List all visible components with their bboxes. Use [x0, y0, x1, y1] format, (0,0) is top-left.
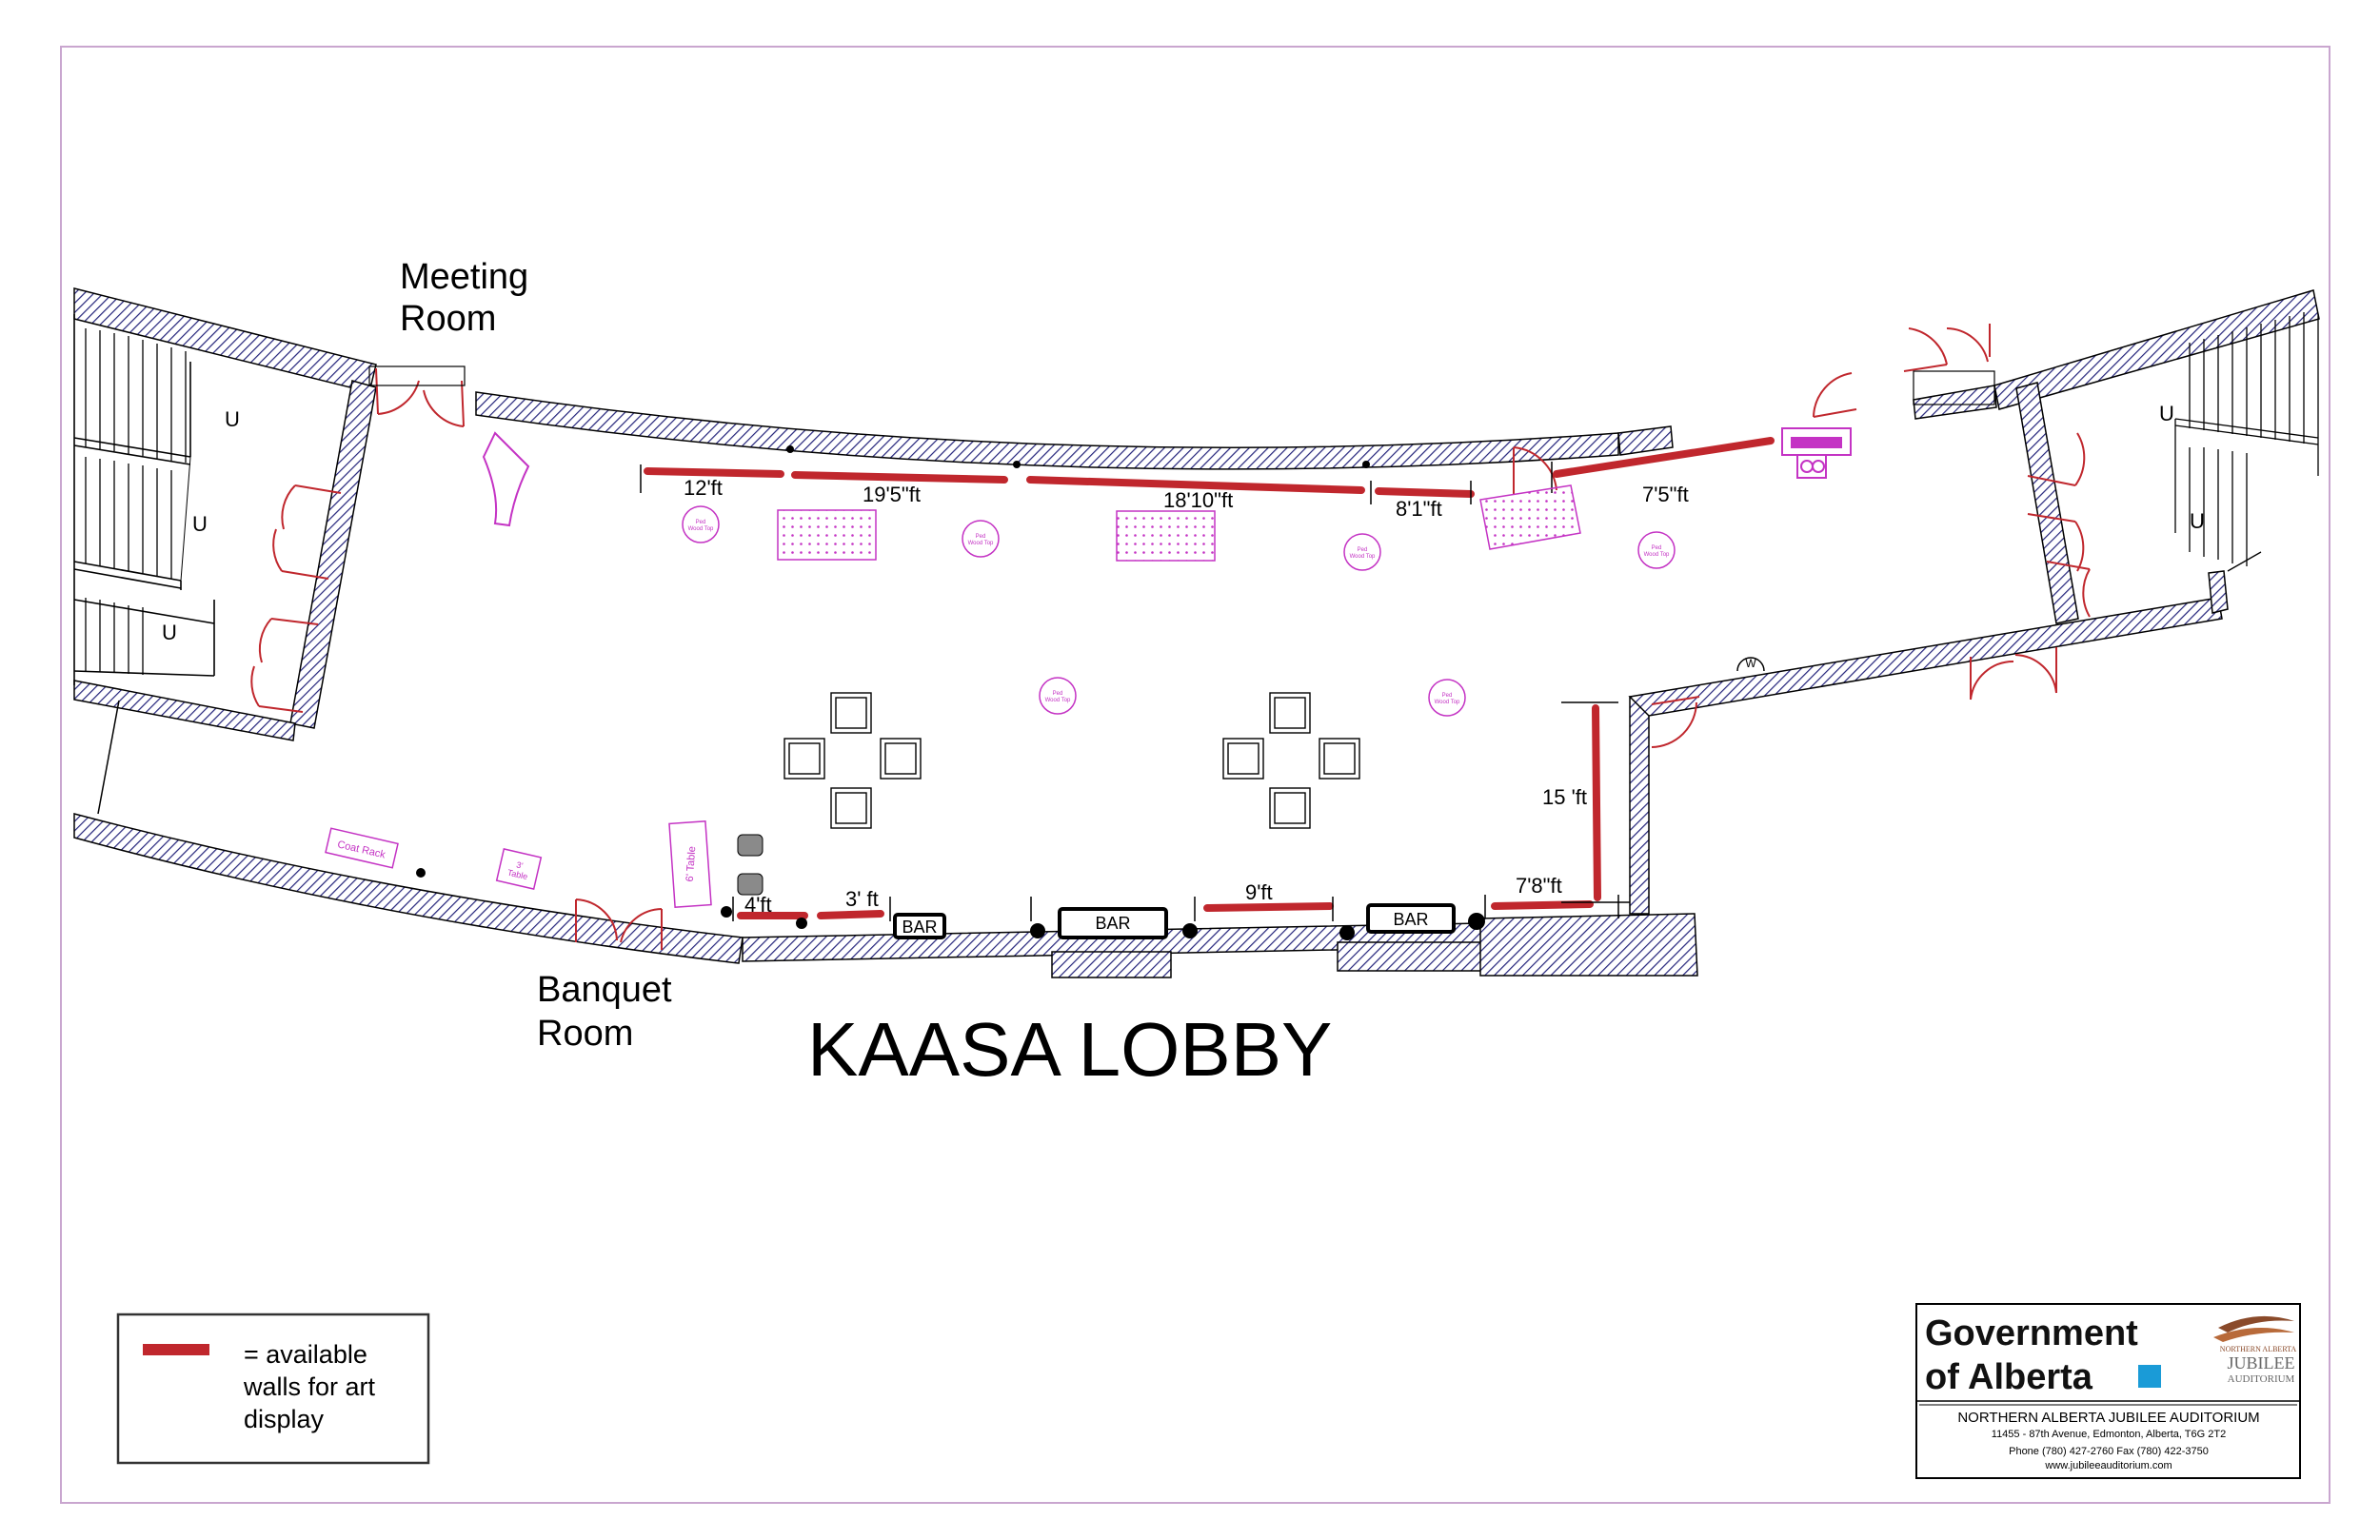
dimension-label: 12'ft [684, 476, 723, 500]
stair-treads-left [85, 328, 187, 675]
dimension-labels: 12'ft 19'5"ft 18'10"ft 8'1"ft 7'5"ft 15 … [684, 476, 1689, 917]
svg-text:Ped: Ped [1442, 693, 1453, 699]
dimension-label: 9'ft [1245, 880, 1273, 904]
stair-up-mark: U [162, 621, 177, 644]
page-title: KAASA LOBBY [807, 1007, 1332, 1092]
lounge-seating [783, 692, 1360, 829]
dimension-label: 8'1"ft [1396, 497, 1442, 521]
svg-text:Wood Top: Wood Top [968, 541, 994, 546]
stair-up-mark: U [2159, 402, 2174, 425]
bar-label: BAR [902, 918, 937, 937]
svg-text:NORTHERN ALBERTA: NORTHERN ALBERTA [2220, 1345, 2297, 1353]
display-panel [1116, 510, 1216, 562]
banquet-room-label: Room [537, 1014, 633, 1054]
legend-text: display [244, 1405, 325, 1433]
pedestal [1637, 531, 1676, 569]
svg-text:W: W [1745, 657, 1756, 670]
gov-logo-text: Government [1925, 1313, 2138, 1353]
svg-text:Ped: Ped [1358, 547, 1368, 553]
pedestal [1428, 679, 1466, 717]
svg-text:JUBILEE: JUBILEE [2228, 1353, 2295, 1372]
table-6ft: 6' Table [668, 819, 712, 909]
room-labels: Meeting Room Banquet Room [400, 257, 672, 1054]
svg-text:AUDITORIUM: AUDITORIUM [2228, 1373, 2295, 1385]
meeting-room-label: Meeting [400, 257, 528, 297]
svg-text:Wood Top: Wood Top [1644, 552, 1670, 558]
stairs-right [2174, 312, 2319, 572]
stair-up-mark: U [192, 512, 208, 536]
svg-text:3': 3' [515, 859, 524, 870]
svg-text:6' Table: 6' Table [684, 846, 699, 882]
dimension-label: 15 'ft [1542, 785, 1587, 809]
legend-text: = available [244, 1340, 367, 1369]
bar-counter [893, 913, 946, 939]
svg-text:Wood Top: Wood Top [1045, 698, 1071, 703]
dimension-label: 19'5"ft [863, 483, 921, 506]
pedestal [1343, 533, 1381, 571]
sheet-border [60, 46, 2330, 1504]
svg-text:Table: Table [506, 868, 528, 882]
washroom-marker: W [1736, 657, 1765, 672]
stair-up-mark: U [2190, 509, 2205, 533]
pedestals [682, 505, 1676, 717]
bar-label: BAR [1095, 914, 1130, 933]
pedestal [682, 505, 720, 543]
bars: BAR BAR BAR [893, 903, 1456, 939]
legend: = available walls for art display [116, 1313, 430, 1465]
dimension-label: 7'5"ft [1642, 483, 1689, 506]
equipment [1781, 427, 1852, 479]
legend-swatch [143, 1344, 209, 1355]
meeting-room-label: Room [400, 299, 496, 339]
doors [250, 324, 2091, 950]
title-block: Government of Alberta NORTHERN ALBERTA J… [1915, 1303, 2301, 1479]
svg-text:Coat Rack: Coat Rack [336, 839, 387, 860]
gov-logo-text: of Alberta [1925, 1357, 2093, 1397]
venue-phone: Phone (780) 427-2760 Fax (780) 422-3750 [2009, 1446, 2209, 1457]
stairs-left [73, 314, 215, 685]
reception-desk [482, 431, 530, 527]
table-3ft: 3' Table [495, 848, 543, 890]
pedestal [962, 520, 1000, 558]
banquet-room-label: Banquet [537, 970, 672, 1010]
stair-marks: U U U U U [162, 402, 2205, 644]
columns [416, 445, 1485, 940]
bar-counter [1366, 903, 1456, 934]
dimension-label: 7'8"ft [1516, 874, 1562, 898]
display-panels [777, 484, 1581, 562]
chairs [737, 834, 764, 896]
dimension-label: 4'ft [744, 893, 772, 917]
svg-text:Ped: Ped [976, 534, 986, 540]
svg-text:Wood Top: Wood Top [1350, 554, 1376, 560]
display-panel [1479, 484, 1581, 550]
display-panel [777, 509, 877, 561]
auditorium-logo: NORTHERN ALBERTA JUBILEE AUDITORIUM [2213, 1315, 2297, 1385]
venue-name: NORTHERN ALBERTA JUBILEE AUDITORIUM [1957, 1410, 2259, 1426]
dimension-label: 18'10"ft [1163, 488, 1233, 512]
gov-logo-square [2138, 1365, 2161, 1388]
pedestal [1039, 677, 1077, 715]
venue-address: 11455 - 87th Avenue, Edmonton, Alberta, … [1992, 1429, 2226, 1440]
walls [73, 287, 2320, 978]
stair-up-mark: U [225, 407, 240, 431]
svg-text:Wood Top: Wood Top [1435, 700, 1460, 705]
art-walls [644, 437, 1775, 919]
dimension-label: 3' ft [845, 887, 879, 911]
svg-text:Wood Top: Wood Top [688, 526, 714, 532]
bar-counter [1058, 907, 1168, 939]
svg-text:Ped: Ped [696, 520, 706, 525]
legend-text: walls for art [243, 1372, 376, 1401]
coat-rack: Coat Rack [325, 827, 399, 869]
svg-text:Ped: Ped [1652, 545, 1662, 551]
svg-text:Ped: Ped [1053, 691, 1063, 697]
venue-website: www.jubileeauditorium.com [2044, 1460, 2172, 1471]
bar-label: BAR [1393, 910, 1428, 929]
